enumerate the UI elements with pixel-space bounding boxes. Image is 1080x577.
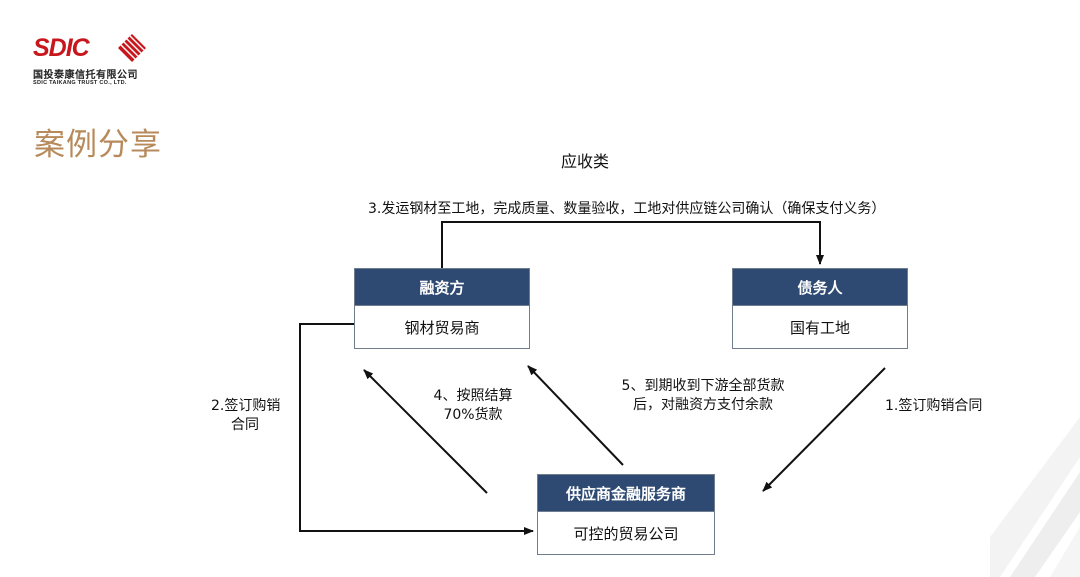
node-scf-provider: 供应商金融服务商 可控的贸易公司 [537,474,715,555]
label-step1: 1.签订购销合同 [885,398,983,414]
label-step4-line1: 4、按照结算 [433,388,513,404]
label-step4: 4、按照结算 70%货款 [422,387,524,425]
node-debtor: 债务人 国有工地 [732,268,908,349]
logo-wordmark: SDIC [33,34,90,62]
label-step3: 3.发运钢材至工地，完成质量、数量验收，工地对供应链公司确认（确保支付义务） [368,201,886,217]
arrow-step1 [762,367,886,492]
node-debtor-entity: 国有工地 [733,305,907,348]
diagram-title: 应收类 [560,152,609,171]
logo-company-cn: 国投泰康信托有限公司 [33,70,138,81]
label-step4-line2: 70%货款 [443,407,503,423]
arrow-step2 [299,323,534,535]
page-title: 案例分享 [34,127,162,163]
label-step2: 2.签订购销 合同 [211,397,291,435]
corner-decoration [990,417,1080,577]
label-step5-line1: 5、到期收到下游全部货款 [621,378,785,394]
logo-diamond-icon [118,34,146,62]
arrow-step3 [441,221,824,268]
node-financier-entity: 钢材贸易商 [355,305,529,348]
node-scf-role: 供应商金融服务商 [538,475,714,511]
node-financier: 融资方 钢材贸易商 [354,268,530,349]
label-step2-line2: 合同 [231,417,259,433]
node-scf-entity: 可控的贸易公司 [538,511,714,554]
node-financier-role: 融资方 [355,269,529,305]
label-step5-line2: 后，对融资方支付余款 [633,397,773,413]
logo-company-en: SDIC TAIKANG TRUST CO., LTD. [33,80,127,86]
label-step2-line1: 2.签订购销 [211,398,281,414]
arrow-step5 [527,365,624,466]
label-step5: 5、到期收到下游全部货款 后，对融资方支付余款 [596,377,810,415]
node-debtor-role: 债务人 [733,269,907,305]
arrow-step4 [363,369,488,494]
